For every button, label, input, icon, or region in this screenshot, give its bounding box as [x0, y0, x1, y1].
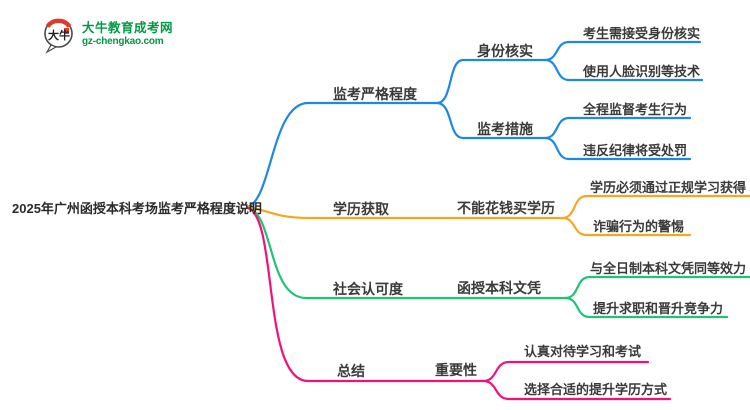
leaf-line-take-seriously — [481, 360, 650, 383]
leaf-line-full-monitoring — [543, 116, 692, 140]
leaf-label-face-recognition: 使用人脸识别等技术 — [583, 64, 701, 79]
branch-line-summary — [246, 206, 485, 383]
logo-subtitle: gz-chengkao.com — [82, 36, 164, 47]
leaf-line-face-recognition — [543, 58, 704, 82]
root-node-label: 2025年广州函授本科考场监考严格程度说明 — [12, 201, 262, 216]
node-label-identity-verification: 身份核实 — [477, 43, 533, 59]
branch-line-recognition — [246, 206, 567, 300]
leaf-label-choose-method: 选择合适的提升学历方式 — [524, 382, 668, 397]
leaf-label-full-monitoring: 全程监督考生行为 — [583, 102, 688, 117]
leaf-line-equal-validity — [563, 275, 750, 300]
leaf-line-fraud-alert — [560, 216, 692, 237]
edge-supervision-measures — [435, 101, 547, 140]
logo-badge-icon: 大牛 — [42, 16, 76, 54]
logo-icon-text: 大牛 — [48, 28, 70, 42]
leaf-label-formal-study: 学历必须通过正规学习获得 — [590, 180, 747, 195]
logo-title: 大牛教育成考网 — [82, 21, 174, 35]
node-label-supervision-measures: 监考措施 — [477, 121, 533, 137]
leaf-label-equal-validity: 与全日制本科文凭同等效力 — [590, 261, 747, 276]
node-label-recognition: 社会认可度 — [333, 281, 403, 297]
leaf-line-choose-method — [481, 379, 672, 401]
branch-line-supervision — [246, 101, 439, 209]
node-label-supervision: 监考严格程度 — [333, 86, 417, 102]
logo-text-block: 大牛教育成考网 gz-chengkao.com — [82, 16, 173, 48]
leaf-label-identity-check: 考生需接受身份核实 — [583, 26, 701, 41]
leaf-line-career-competitiveness — [563, 296, 729, 319]
leaf-line-identity-check — [543, 40, 702, 62]
node-label-importance: 重要性 — [435, 362, 477, 378]
node-label-summary: 总结 — [337, 363, 365, 379]
leaf-label-fraud-alert: 诈骗行为的警惕 — [593, 219, 685, 234]
edge-supervision-identity — [435, 58, 547, 105]
leaf-label-career-competitiveness: 提升求职和晋升竞争力 — [593, 301, 724, 316]
leaf-label-discipline-penalty: 违反纪律将受处罚 — [583, 143, 688, 158]
node-label-correspondence-diploma: 函授本科文凭 — [457, 280, 541, 296]
site-logo: 大牛 大牛教育成考网 gz-chengkao.com — [42, 16, 173, 54]
branch-line-degree — [246, 205, 564, 220]
node-label-degree: 学历获取 — [333, 201, 389, 217]
leaf-line-formal-study — [560, 194, 750, 220]
leaf-label-take-seriously: 认真对待学习和考试 — [524, 344, 642, 359]
node-label-no-buying-degree: 不能花钱买学历 — [457, 200, 555, 216]
leaf-line-discipline-penalty — [543, 136, 692, 161]
